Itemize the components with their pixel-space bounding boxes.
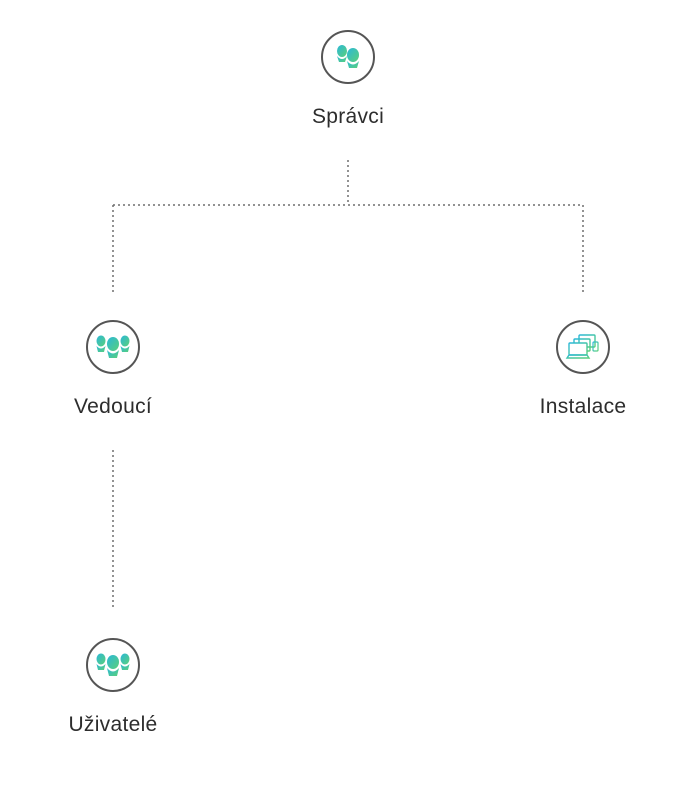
devices-icon — [556, 320, 610, 374]
node-label-instalace: Instalace — [539, 395, 627, 418]
node-label-spravci: Správci — [311, 105, 385, 128]
node-uzivatele[interactable]: Uživatelé — [13, 638, 213, 738]
node-spravci[interactable]: Správci — [248, 30, 448, 130]
two-users-icon — [321, 30, 375, 84]
node-instalace[interactable]: Instalace — [483, 320, 683, 420]
node-label-uzivatele: Uživatelé — [68, 713, 158, 736]
three-users-icon — [86, 638, 140, 692]
three-users-icon — [86, 320, 140, 374]
node-vedouci[interactable]: Vedoucí — [13, 320, 213, 420]
node-label-vedouci: Vedoucí — [74, 395, 152, 418]
